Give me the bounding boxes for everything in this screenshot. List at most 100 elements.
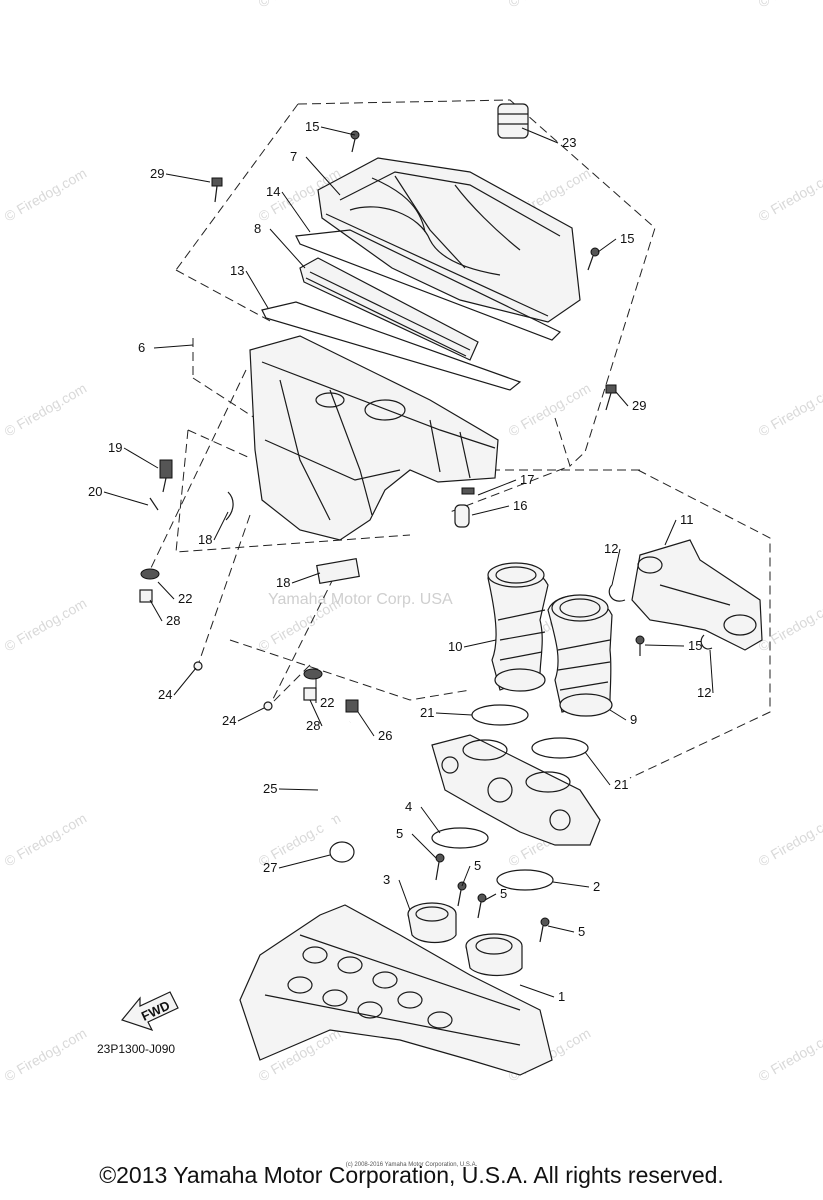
firedog-watermark: © Firedog.com (256, 0, 344, 11)
part-label-12: 12 (604, 541, 618, 556)
leader-line (471, 505, 510, 516)
part-label-1: 1 (558, 989, 565, 1004)
valve-port (302, 946, 328, 964)
firedog-watermark: © Firedog.com (2, 810, 90, 870)
part-label-20: 20 (88, 484, 102, 499)
part-label-29: 29 (632, 398, 646, 413)
part-label-15: 15 (305, 119, 319, 134)
clamp-part-27 (329, 841, 355, 863)
hose-part-25 (312, 717, 354, 853)
cylinder-head (239, 904, 553, 1076)
center-watermark: Yamaha Motor Corp. USA (268, 591, 453, 608)
clamp-part-21-right (531, 737, 589, 759)
joint-part-3 (407, 902, 457, 944)
clamp-part-4 (431, 827, 489, 849)
leader-line (278, 854, 331, 869)
leader-line (484, 893, 497, 901)
leader-line (153, 344, 194, 349)
leader-line (309, 699, 323, 727)
part-label-16: 16 (513, 498, 527, 513)
cap-part-16 (454, 504, 470, 528)
firedog-watermark: © Firedog.com (756, 1025, 823, 1085)
bolt-part-29-right (605, 384, 617, 411)
part-label-12: 12 (697, 685, 711, 700)
leader-line (597, 238, 617, 253)
valve-port (372, 971, 398, 989)
valve-port (287, 976, 313, 994)
leader-line (165, 173, 211, 183)
gasket-part-14 (295, 229, 562, 341)
firedog-watermark: © Firedog.com (506, 380, 594, 440)
joint-part-1 (465, 933, 523, 977)
clamp-part-22-left (139, 568, 160, 603)
part-label-15: 15 (688, 638, 702, 653)
screw-part-15-right (587, 247, 600, 271)
part-label-5: 5 (474, 858, 481, 873)
part-label-26: 26 (378, 728, 392, 743)
throttle-body (431, 734, 601, 846)
leader-line (709, 649, 714, 694)
firedog-watermark: © Firedog.com (756, 165, 823, 225)
leader-line (477, 479, 517, 496)
part-label-3: 3 (383, 872, 390, 887)
leader-line (411, 833, 437, 859)
part-label-29: 29 (150, 166, 164, 181)
leader-line (521, 127, 559, 144)
firedog-watermark: © Firedog.com (756, 380, 823, 440)
leader-line (320, 126, 356, 136)
leader-line (519, 984, 555, 998)
assembly-dashed-outlines (149, 99, 771, 779)
screw-part-20 (149, 497, 159, 511)
leader-line (278, 788, 319, 791)
leader-line (615, 391, 629, 407)
part-label-11: 11 (680, 512, 694, 527)
part-label-28: 28 (306, 718, 320, 733)
leader-line (305, 156, 341, 196)
firedog-watermark: © Firedog.com (2, 165, 90, 225)
tiny-credit: (c) 2008-2016 Yamaha Motor Corporation, … (345, 1162, 478, 1168)
leader-line (463, 639, 497, 648)
leader-line (123, 447, 159, 469)
hose-part-18-upper (225, 491, 234, 521)
part-label-5: 5 (578, 924, 585, 939)
firedog-watermark: © Firedog.com (756, 810, 823, 870)
part-label-22: 22 (320, 695, 334, 710)
part-label-18: 18 (198, 532, 212, 547)
leader-line (435, 712, 473, 716)
gasket-part-13 (261, 301, 522, 391)
diagram-code: 23P1300-J090 (97, 1042, 176, 1056)
valve-port (427, 1011, 453, 1029)
leader-line (281, 191, 311, 233)
bolt-part-29-top (211, 177, 223, 203)
valve-port (397, 991, 423, 1009)
forward-arrow-icon: FWD (120, 991, 179, 1032)
part-label-7: 7 (290, 149, 297, 164)
leader-line (664, 519, 677, 546)
part-label-2: 2 (593, 879, 600, 894)
part-label-21: 21 (614, 777, 628, 792)
valve-port (322, 989, 348, 1007)
plug-part-17 (461, 487, 475, 495)
air-cleaner-cover-part-7 (317, 157, 581, 323)
air-filter-element-part-8 (299, 257, 479, 361)
leader-line (157, 581, 175, 600)
air-cleaner-case-part-6 (249, 335, 499, 541)
part-label-23: 23 (562, 135, 576, 150)
copyright-notice: ©2013 Yamaha Motor Corporation, U.S.A. A… (99, 1162, 724, 1188)
leader-line (103, 491, 149, 506)
part-label-24: 24 (158, 687, 172, 702)
leader-line (291, 572, 321, 584)
plug-part-24 (193, 661, 273, 711)
joint-part-11 (631, 539, 763, 651)
valve-port (337, 956, 363, 974)
leader-line (237, 707, 265, 722)
intake-duct-part-10 (487, 562, 549, 692)
leader-line (584, 751, 611, 786)
clamp-part-21-left (471, 704, 529, 726)
part-label-5: 5 (500, 886, 507, 901)
clip-part-26 (345, 699, 359, 713)
clip-part-12 (608, 584, 713, 650)
clamp-part-2 (496, 869, 554, 891)
leader-line (461, 865, 471, 887)
